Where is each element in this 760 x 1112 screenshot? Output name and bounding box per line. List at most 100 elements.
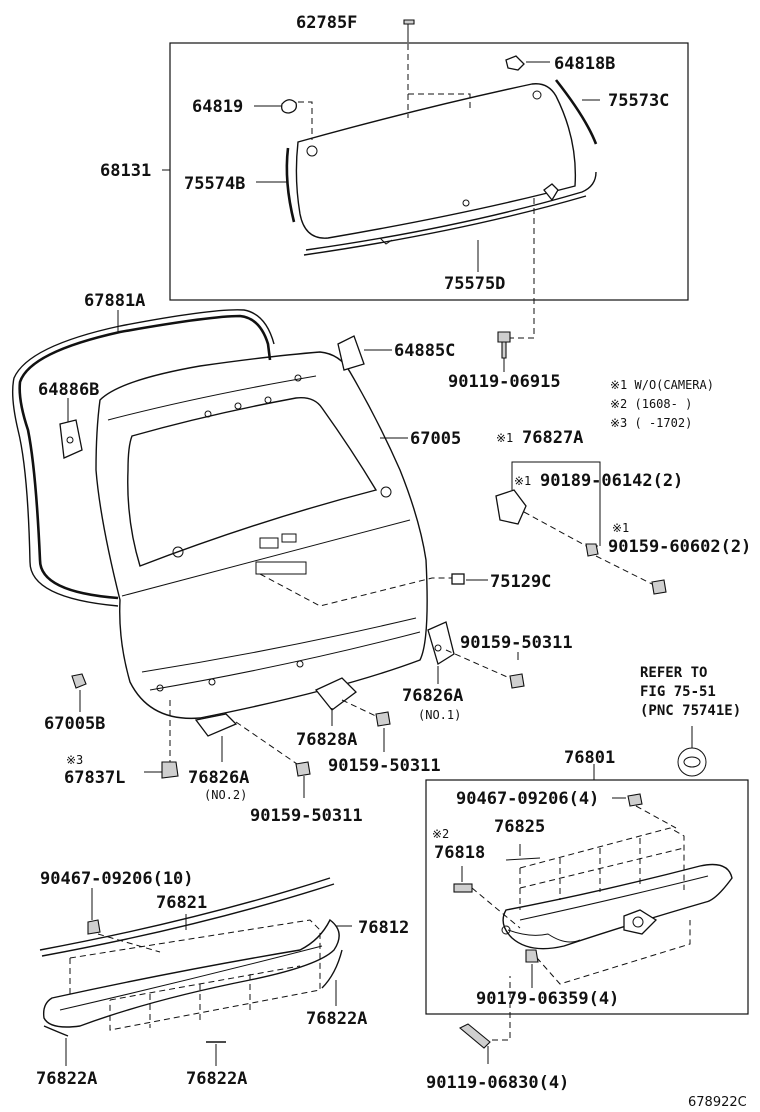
panel-bracket <box>255 561 307 575</box>
panel-inner-line <box>107 375 317 421</box>
molding-left <box>285 147 296 223</box>
back-door-panel <box>95 351 428 720</box>
mark-90189: ※1 <box>514 474 531 488</box>
label-67005B: 67005B <box>44 714 105 734</box>
bolt-90159-50311-a <box>509 673 525 689</box>
panel-lower-line-2 <box>149 631 421 691</box>
garnish-wire <box>507 929 581 943</box>
mark-90159: ※1 <box>612 521 629 535</box>
emblem-ref <box>677 747 707 777</box>
label-76822A-middle: 76822A <box>186 1069 247 1089</box>
garnish-lamp <box>623 909 658 935</box>
molding-76821-inner <box>41 883 335 957</box>
bolt-90159-50311-b <box>375 711 391 727</box>
mark-76818: ※2 <box>432 827 449 841</box>
note-2: ※2 (1608- ) <box>610 397 692 411</box>
back-window-glass <box>295 83 577 239</box>
label-67005: 67005 <box>410 429 461 449</box>
tape-76822A-right <box>321 949 343 989</box>
garnish-76812 <box>42 918 340 1028</box>
bracket-76826A-no1 <box>427 621 455 666</box>
dash-line <box>523 511 591 549</box>
back-door-window-opening <box>127 397 378 567</box>
clip-lower <box>543 183 559 202</box>
refer-line-1: REFER TO <box>640 665 707 681</box>
label-76825: 76825 <box>494 817 545 837</box>
weatherstrip <box>18 314 272 600</box>
mark-67837L: ※3 <box>66 753 83 767</box>
panel-hole <box>208 678 216 686</box>
label-90159-50311-c: 90159-50311 <box>250 806 363 826</box>
panel-hole <box>172 546 184 558</box>
panel-hole <box>380 486 392 498</box>
dash-line <box>635 805 677 829</box>
label-no1: (NO.1) <box>418 708 461 722</box>
molding-bottom-inner <box>303 195 587 256</box>
dash-line <box>235 721 301 767</box>
dash-line <box>529 920 691 985</box>
emblem-ref-inner <box>683 756 701 768</box>
note-3: ※3 ( -1702) <box>610 416 692 430</box>
label-90189-06142: 90189-06142(2) <box>540 471 683 491</box>
dash-line <box>341 699 381 719</box>
clip-67005B <box>71 673 87 689</box>
garnish-lamp-lens <box>632 916 644 928</box>
label-67881A: 67881A <box>84 291 145 311</box>
bracket-64885C <box>337 335 365 371</box>
panel-hole <box>264 396 272 404</box>
panel-lower-line <box>141 617 417 673</box>
dash-grid <box>519 827 685 910</box>
molding-bottom <box>305 171 597 251</box>
bracket-76828A <box>314 677 357 711</box>
label-76822A-right: 76822A <box>306 1009 367 1029</box>
panel-hole <box>204 410 212 418</box>
garnish-group-box <box>425 779 749 1015</box>
diagram-code: 678922C <box>688 1095 747 1110</box>
note-1: ※1 W/O(CAMERA) <box>610 378 714 392</box>
panel-hole <box>234 402 242 410</box>
dash-line <box>595 555 657 587</box>
nut-90467-4 <box>627 793 643 807</box>
label-76826A-no2: 76826A <box>188 768 249 788</box>
bolt-90159-50311-c <box>295 761 311 777</box>
tape-76822A-left <box>43 1025 69 1037</box>
label-90179-06359: 90179-06359(4) <box>476 989 619 1009</box>
label-90119-06830: 90119-06830(4) <box>426 1073 569 1093</box>
label-no2: (NO.2) <box>204 788 247 802</box>
bracket-hole <box>66 436 74 444</box>
nut-90189 <box>585 543 599 557</box>
label-64818B: 64818B <box>554 54 615 74</box>
stopper-76818 <box>453 883 473 893</box>
label-64885C: 64885C <box>394 341 455 361</box>
panel-inner-line-2 <box>121 519 411 597</box>
panel-hole <box>296 660 304 668</box>
stopper-62785F <box>403 19 415 25</box>
clip-67837L <box>161 761 179 779</box>
label-76827A: 76827A <box>522 428 583 448</box>
garnish-76812-inner <box>59 945 323 1011</box>
molding-right <box>554 79 598 145</box>
label-76812: 76812 <box>358 918 409 938</box>
label-90159-60602: 90159-60602(2) <box>608 537 751 557</box>
leader <box>511 461 601 546</box>
garnish-76801 <box>502 863 733 950</box>
bolt-90159-60602 <box>651 579 667 595</box>
nut-90467-10 <box>87 919 101 935</box>
dash-line <box>471 887 521 929</box>
dash-line <box>492 976 511 1041</box>
garnish-inner <box>519 875 709 921</box>
label-64819: 64819 <box>192 97 243 117</box>
label-76818: 76818 <box>434 843 485 863</box>
bracket-64886B <box>59 419 83 459</box>
glass-hole-top <box>532 90 542 100</box>
molding-76821 <box>39 877 331 951</box>
dash-line <box>408 93 471 110</box>
bracket-76826A-no2 <box>194 713 238 737</box>
label-62785F: 62785F <box>296 13 357 33</box>
bolt-90119-06915 <box>497 331 511 359</box>
label-76826A-no1: 76826A <box>402 686 463 706</box>
dash-line <box>298 101 313 140</box>
glass-hole-left <box>306 145 318 157</box>
label-75129C: 75129C <box>490 572 551 592</box>
label-75573C: 75573C <box>608 91 669 111</box>
